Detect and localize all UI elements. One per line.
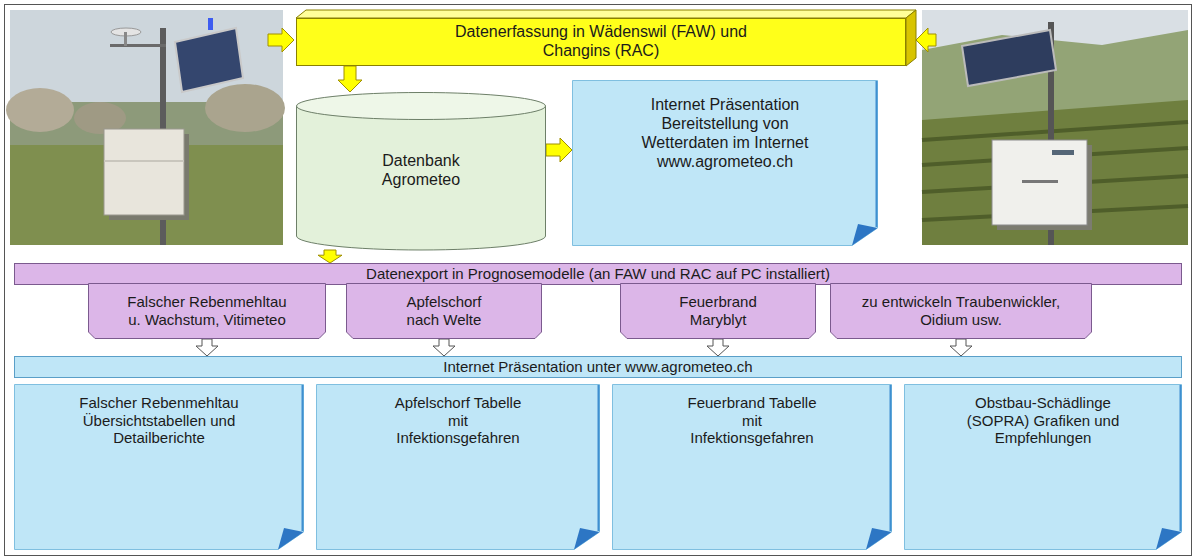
photo-vineyard	[922, 100, 1188, 245]
note-paper	[613, 385, 892, 550]
photo-sky	[922, 10, 1188, 245]
note-fold	[574, 528, 600, 550]
note-edge	[598, 385, 600, 531]
document-box: Feuerbrand Tabelle mit Infektionsgefahre…	[612, 384, 892, 550]
cylinder-body	[297, 106, 546, 250]
node-label: Obstbau-Schädlinge (SOPRA) Grafiken und …	[953, 394, 1133, 447]
weather-station-photo-right	[922, 10, 1188, 245]
hollow-arrow	[433, 339, 455, 356]
document-box: Apfelschorf Tabelle mit Infektionsgefahr…	[316, 384, 600, 550]
node-label: Internet Präsentation unter www.agromete…	[443, 358, 752, 376]
node-label: Apfelschorf Tabelle mit Infektionsgefahr…	[391, 394, 526, 447]
weather-station-photo-left	[6, 10, 285, 245]
figure-frame	[5, 5, 1192, 556]
note-paper	[573, 81, 878, 246]
box-seam	[104, 160, 184, 162]
node-label: Feuerbrand Maryblyt	[668, 293, 768, 328]
note-fold	[866, 528, 892, 550]
tab-fill	[347, 284, 542, 339]
note-fold	[1156, 528, 1182, 550]
cylinder-top	[297, 93, 546, 120]
hollow-arrow	[950, 339, 972, 356]
model-box: Apfelschorf nach Welte	[346, 283, 542, 339]
hollow-arrow	[196, 339, 218, 356]
input-bar: Datenerfassung in Wädenswil (FAW) und Ch…	[296, 18, 906, 66]
hollow-arrow	[707, 339, 729, 356]
solar-panel	[175, 28, 243, 92]
node-label: Feuerbrand Tabelle mit Infektionsgefahre…	[685, 394, 820, 447]
band-fill	[15, 264, 1182, 285]
tab-fill	[621, 284, 816, 339]
node-label: Datenerfassung in Wädenswil (FAW) und Ch…	[441, 23, 761, 61]
logger-box	[992, 140, 1087, 225]
bar-front-face	[297, 19, 906, 66]
band-fill	[15, 357, 1182, 378]
node-label: Falscher Rebenmehltau u. Wachstum, Vitim…	[125, 293, 290, 328]
flow-arrow	[546, 138, 572, 162]
note-paper	[15, 385, 304, 550]
solar-panel	[962, 30, 1056, 86]
model-box: zu entwickeln Traubenwickler, Oidium usw…	[830, 283, 1092, 339]
node-label: Datenexport in Prognosemodelle (an FAW u…	[366, 265, 830, 283]
database-cylinder: Datenbank Agrometeo	[296, 92, 546, 250]
node-label: Datenbank Agrometeo	[366, 152, 476, 190]
input-arrow	[916, 28, 936, 52]
note-paper	[317, 385, 600, 550]
note-edge	[1180, 385, 1182, 531]
tab-fill	[89, 284, 326, 339]
document-box: Obstbau-Schädlinge (SOPRA) Grafiken und …	[904, 384, 1182, 550]
note-paper	[905, 385, 1182, 550]
photo-tree	[205, 84, 285, 132]
photo-hill	[922, 30, 1188, 245]
station-light	[208, 18, 213, 30]
flow-arrow	[318, 250, 342, 263]
logger-box	[104, 129, 184, 215]
input-arrow	[268, 28, 294, 52]
document-box: Falscher Rebenmehltau Übersichtstabellen…	[14, 384, 304, 550]
photo-tree	[6, 88, 74, 132]
box-label	[1052, 150, 1074, 155]
bar-side-face	[906, 10, 916, 66]
box-label	[1022, 180, 1058, 183]
note-edge	[876, 81, 878, 227]
model-box: Feuerbrand Maryblyt	[620, 283, 816, 339]
document-box: Internet Präsentation Bereitstellung von…	[572, 80, 878, 246]
export-band: Datenexport in Prognosemodelle (an FAW u…	[14, 263, 1182, 285]
note-fold	[852, 224, 878, 246]
node-label: Internet Präsentation Bereitstellung von…	[633, 96, 818, 172]
note-edge	[890, 385, 892, 531]
model-box: Falscher Rebenmehltau u. Wachstum, Vitim…	[88, 283, 326, 339]
note-fold	[278, 528, 304, 550]
note-edge	[302, 385, 304, 531]
tab-fill	[831, 284, 1092, 339]
internet-band: Internet Präsentation unter www.agromete…	[14, 356, 1182, 378]
node-label: zu entwickeln Traubenwickler, Oidium usw…	[861, 293, 1061, 328]
flow-arrow	[338, 66, 362, 92]
node-label: Apfelschorf nach Welte	[389, 293, 499, 328]
bar-top-face	[296, 10, 916, 18]
station-mast	[124, 32, 127, 46]
node-label: Falscher Rebenmehltau Übersichtstabellen…	[69, 394, 249, 447]
station-arm	[110, 44, 166, 47]
